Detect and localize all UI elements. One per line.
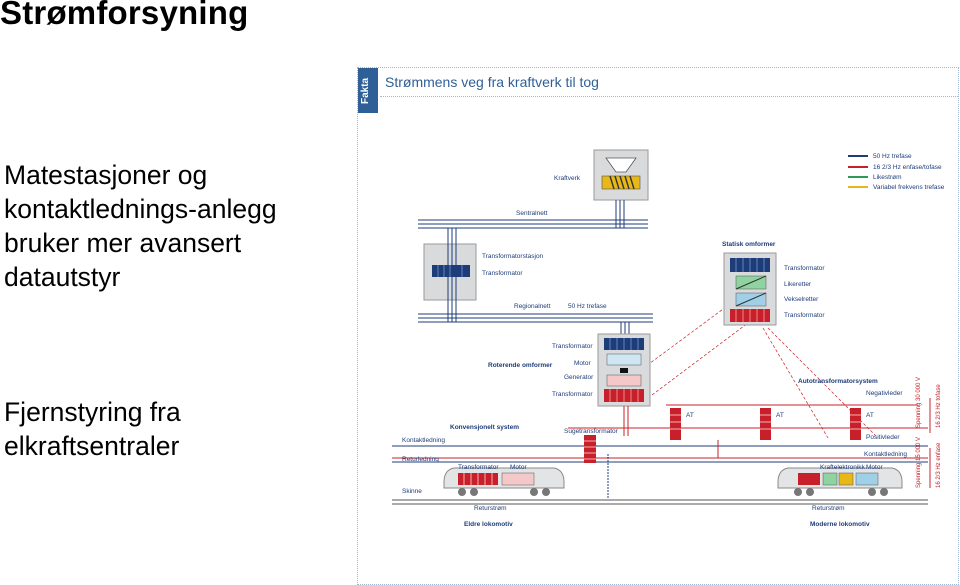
bullet-item: Matestasjoner og kontaktlednings-anlegg …: [4, 160, 277, 292]
at-label: AT: [776, 412, 784, 419]
power-plant-box: [593, 149, 649, 201]
component-label: Motor: [866, 464, 883, 471]
sentralnett-label: Sentralnett: [516, 210, 548, 217]
component-label: Transformator: [784, 265, 825, 272]
legend-label: 16 2/3 Hz enfase/tofase: [873, 164, 942, 171]
moderne-lokomotiv-label: Moderne lokomotiv: [810, 521, 870, 528]
autotransformator-label: Autotransformatorsystem: [798, 378, 878, 385]
voltage-label: 16 2/3 Hz tofase: [936, 384, 942, 428]
sentralnett: Sentralnett: [418, 210, 648, 229]
sugetransformator-icon: [584, 435, 596, 463]
returledning-label: Returledning: [402, 456, 439, 463]
moderne-lokomotiv: Kraftelektronikk Motor Returstrøm Modern…: [777, 464, 903, 528]
kontaktledning-label: Kontaktledning: [402, 437, 445, 444]
eldre-lokomotiv: Transformator Motor Returstrøm Eldre lok…: [443, 464, 565, 528]
at-label: AT: [866, 412, 874, 419]
konvensjonelt-label: Konvensjonelt system: [450, 424, 519, 431]
component-label: Vekselretter: [784, 296, 819, 303]
power-plant: Kraftverk: [554, 149, 649, 228]
statisk-omformer-label: Statisk omformer: [722, 241, 776, 248]
bullet-item: Fjernstyring fra elkraftsentraler: [4, 397, 181, 461]
voltage-labels: Spenning 30 000 V 16 2/3 Hz tofase Spenn…: [916, 377, 942, 488]
returstrom-label: Returstrøm: [812, 505, 845, 512]
component-label: Transformator: [552, 391, 593, 398]
transformator-label: Transformator: [482, 270, 523, 277]
positivleder-label: Positivleder: [866, 434, 900, 441]
kraftverk-label: Kraftverk: [554, 175, 581, 182]
turbine-inlet-icon: [605, 157, 637, 173]
returstrom-label: Returstrøm: [474, 505, 507, 512]
component-label: Transformator: [458, 464, 499, 471]
roterende-omformer-label: Roterende omformer: [488, 362, 553, 369]
component-label: Transformator: [552, 343, 593, 350]
at-label: AT: [686, 412, 694, 419]
sugetransformator-label: Sugetransformator: [564, 428, 619, 435]
component-label: Transformator: [784, 312, 825, 319]
skinne-label: Skinne: [402, 488, 422, 495]
legend-label: 50 Hz trefase: [873, 153, 912, 160]
voltage-label: Spenning 30 000 V: [916, 377, 922, 428]
regionalnett-label: Regionalnett: [514, 303, 551, 310]
component-label: Motor: [574, 360, 591, 367]
overhead-lines: [392, 427, 928, 505]
voltage-label: Spenning 15 000 V: [916, 437, 922, 488]
slide-title: Strømforsyning: [0, 0, 249, 31]
negativleder-label: Negativleder: [866, 390, 903, 397]
power-flow-diagram: 50 Hz trefase 16 2/3 Hz enfase/tofase Li…: [392, 149, 945, 528]
figure-title: Strømmens veg fra kraftverk til tog: [385, 74, 599, 90]
component-label: Generator: [564, 374, 594, 381]
title-divider: [380, 96, 958, 98]
legend: 50 Hz trefase 16 2/3 Hz enfase/tofase Li…: [848, 153, 945, 191]
transformer-station: Transformatorstasjon Transformator: [423, 228, 544, 322]
power-flow-figure: Fakta Strømmens veg fra kraftverk til to…: [357, 67, 959, 585]
statisk-omformer: Statisk omformer Transformator Likerette…: [722, 241, 825, 326]
autotransformator-units: AT AT AT: [670, 408, 874, 440]
regionalnett: Regionalnett 50 Hz trefase: [418, 303, 653, 336]
component-label: Likeretter: [784, 281, 812, 288]
voltage-label: 16 2/3 Hz enfase: [936, 442, 942, 488]
eldre-lokomotiv-label: Eldre lokomotiv: [464, 521, 513, 528]
legend-label: Variabel frekvens trefase: [873, 184, 945, 191]
kontaktledning2-label: Kontaktledning: [864, 451, 907, 458]
roterende-omformer: Transformator Roterende omformer Motor G…: [488, 333, 651, 436]
trefase-label: 50 Hz trefase: [568, 303, 607, 310]
component-label: Motor: [510, 464, 527, 471]
component-label: Kraftelektronikk: [820, 464, 866, 471]
fakta-tab: Fakta: [358, 68, 378, 113]
legend-label: Likestrøm: [873, 174, 902, 181]
transformatorstasjon-label: Transformatorstasjon: [482, 253, 544, 260]
